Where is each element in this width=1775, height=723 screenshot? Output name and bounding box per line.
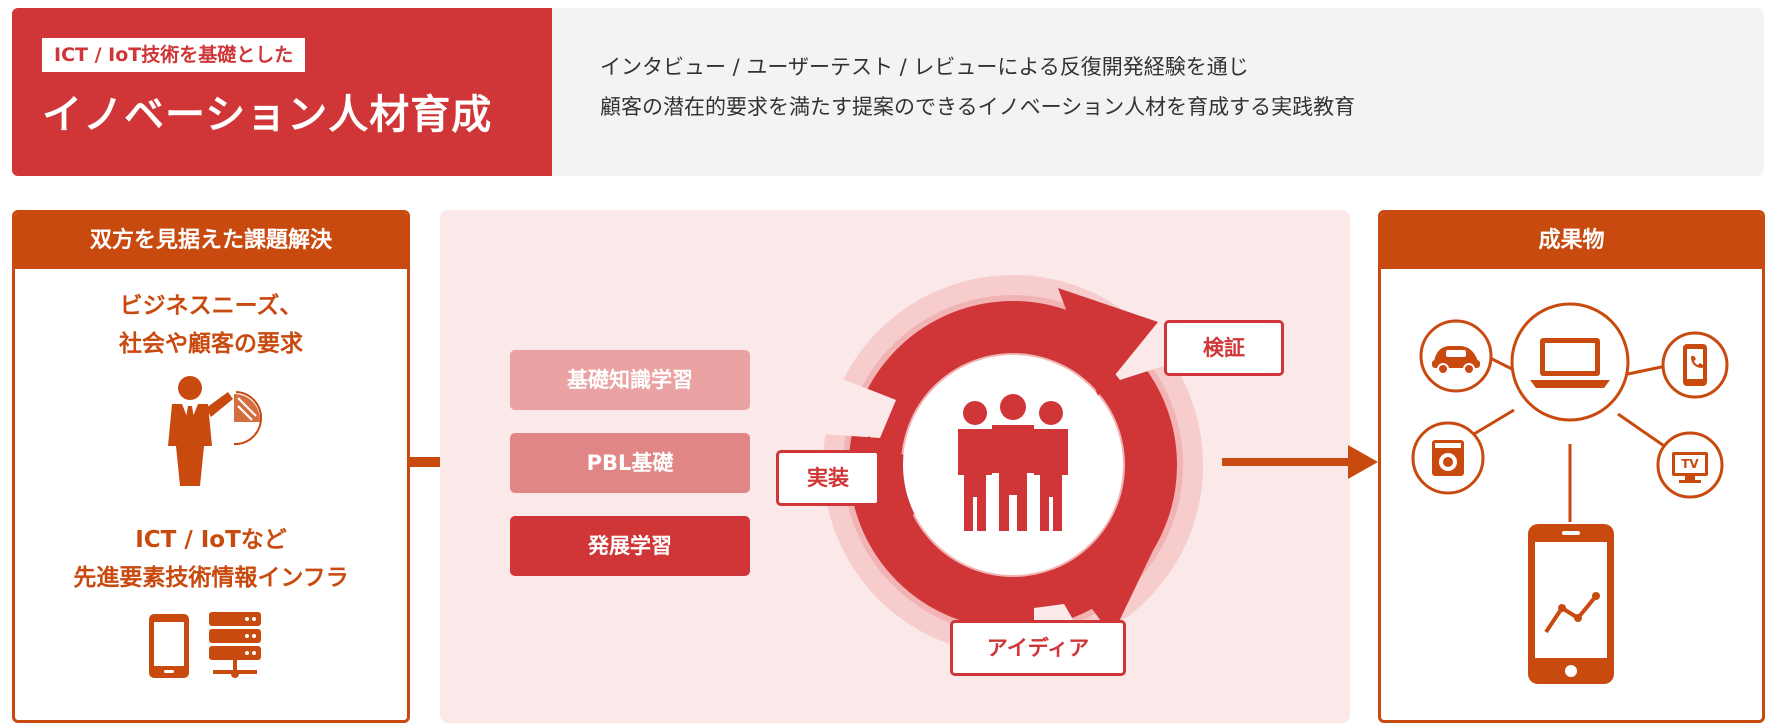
laptop-icon [1510, 302, 1630, 422]
washer-icon [1411, 421, 1485, 495]
needs-line-2: 社会や顧客の要求 [119, 331, 303, 357]
step-advanced-learning: 発展学習 [510, 516, 750, 576]
tv-icon [1656, 431, 1724, 499]
needs-line-1: ビジネスニーズ、 [119, 293, 303, 319]
step-basic-knowledge: 基礎知識学習 [510, 350, 750, 410]
cycle-implement-label: 実装 [776, 450, 880, 506]
tech-line-2: 先進要素技術情報インフラ [73, 565, 349, 591]
businessman-presentation-icon [168, 376, 262, 486]
cycle-verify-label: 検証 [1164, 320, 1284, 376]
page-title: イノベーション人材育成 [42, 92, 493, 138]
deliverables-panel-title: 成果物 [1381, 213, 1762, 269]
problem-solving-panel-title: 双方を見据えた課題解決 [15, 213, 407, 269]
car-icon [1419, 319, 1493, 393]
tech-line-1: ICT / IoTなど [135, 527, 287, 553]
phone-icon [1661, 331, 1729, 399]
server-icon [209, 612, 261, 678]
header-title-block [12, 8, 552, 176]
flow-arrow-right [1222, 445, 1378, 479]
header-tag: ICT / IoT技術を基礎とした [42, 38, 306, 72]
tv-icon-label: TV [1681, 457, 1699, 471]
iteration-cycle-diagram [822, 275, 1203, 658]
tablet-icon [149, 614, 189, 678]
header-description-line-1: インタビュー / ユーザーテスト / レビューによる反復開発経験を通じ [600, 55, 1249, 79]
smartphone-chart-icon [1528, 524, 1614, 684]
header-description-line-2: 顧客の潜在的要求を満たす提案のできるイノベーション人材を育成する実践教育 [600, 95, 1356, 119]
cycle-idea-label: アイディア [950, 620, 1126, 676]
step-pbl-basics: PBL基礎 [510, 433, 750, 493]
team-people-icon [958, 394, 1068, 531]
